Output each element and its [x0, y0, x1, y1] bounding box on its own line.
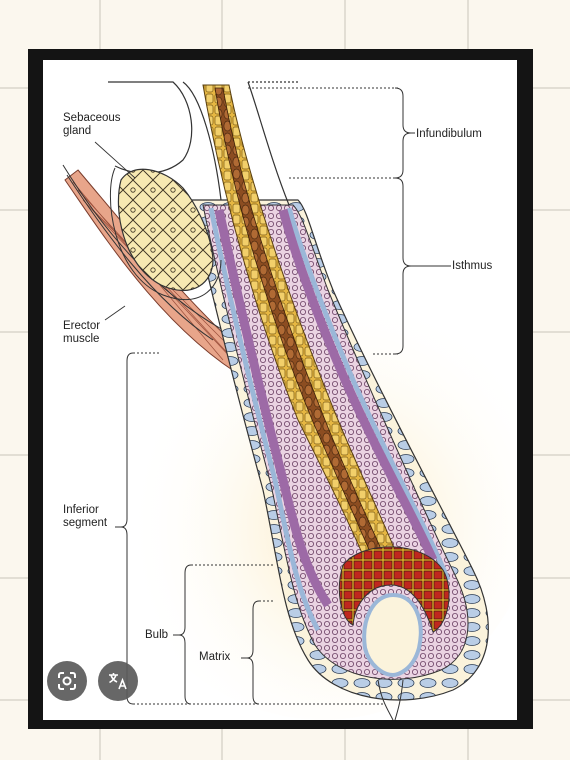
google-lens-button[interactable] — [47, 661, 87, 701]
label-inferior-segment: Inferior segment — [63, 504, 108, 529]
sebaceous-gland — [117, 168, 214, 291]
label-matrix: Matrix — [199, 651, 231, 663]
dermal-papilla — [362, 592, 423, 678]
label-isthmus: Isthmus — [452, 260, 493, 272]
hair-matrix — [338, 546, 450, 633]
label-infundibulum: Infundibulum — [416, 128, 482, 140]
translate-icon — [109, 673, 127, 690]
follicle-illustration — [62, 81, 517, 720]
label-erector-muscle: Erector muscle — [63, 320, 101, 345]
label-sebaceous-gland: Sebaceous gland — [63, 112, 121, 137]
translate-button[interactable] — [98, 661, 138, 701]
google-lens-icon — [58, 672, 76, 690]
label-bulb: Bulb — [145, 629, 169, 641]
hair-follicle-diagram: Sebaceous gland Infundibulum Isthmus Ere… — [43, 60, 517, 720]
